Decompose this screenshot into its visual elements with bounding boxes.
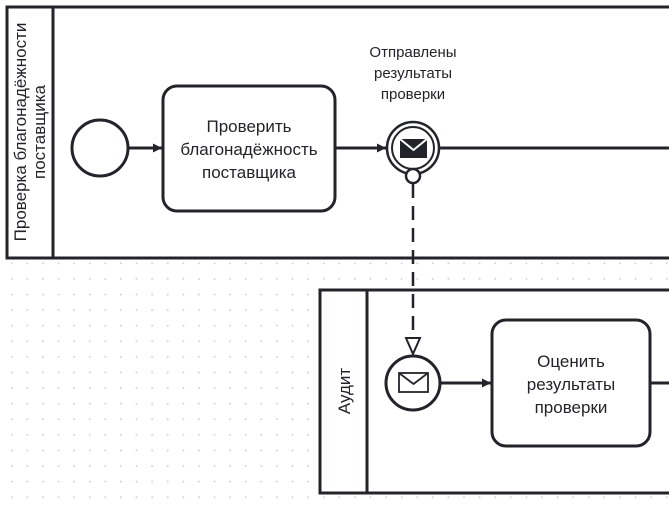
pool-label-line2: поставщика bbox=[30, 84, 49, 179]
event-label-line: Отправлены bbox=[369, 44, 456, 61]
event-label-line: результаты bbox=[374, 65, 452, 82]
task-label-line: Оценить bbox=[537, 352, 605, 371]
message-flow-arrowhead bbox=[404, 337, 422, 357]
task-label-line: поставщика bbox=[202, 163, 297, 182]
task-box bbox=[161, 84, 337, 213]
envelope-icon bbox=[398, 372, 429, 393]
pool-label-text: Аудит bbox=[335, 368, 354, 414]
pool-label[interactable]: Проверка благонадёжности поставщика bbox=[11, 23, 49, 242]
task-evaluate-results[interactable]: Оценить результаты проверки bbox=[490, 318, 652, 448]
filled-envelope-icon bbox=[399, 138, 428, 158]
start-event[interactable] bbox=[70, 118, 130, 178]
task-check-supplier[interactable]: Проверить благонадёжность поставщика bbox=[161, 84, 337, 213]
task-label-line: результаты bbox=[527, 375, 615, 394]
message-start-event[interactable] bbox=[384, 354, 442, 412]
message-flow[interactable] bbox=[404, 167, 422, 357]
task-label-line: проверки bbox=[535, 398, 608, 417]
task-label-line: Проверить bbox=[206, 117, 291, 136]
intermediate-message-throw-event[interactable] bbox=[385, 120, 441, 176]
event-label: Отправлены результаты проверки bbox=[369, 44, 456, 103]
pool-label[interactable]: Аудит bbox=[335, 368, 354, 414]
task-label-line: благонадёжность bbox=[180, 140, 317, 159]
task-box bbox=[490, 318, 652, 448]
pool-label-line1: Проверка благонадёжности bbox=[11, 23, 30, 242]
event-label-line: проверки bbox=[381, 86, 445, 103]
message-flow-start-circle bbox=[404, 167, 422, 185]
